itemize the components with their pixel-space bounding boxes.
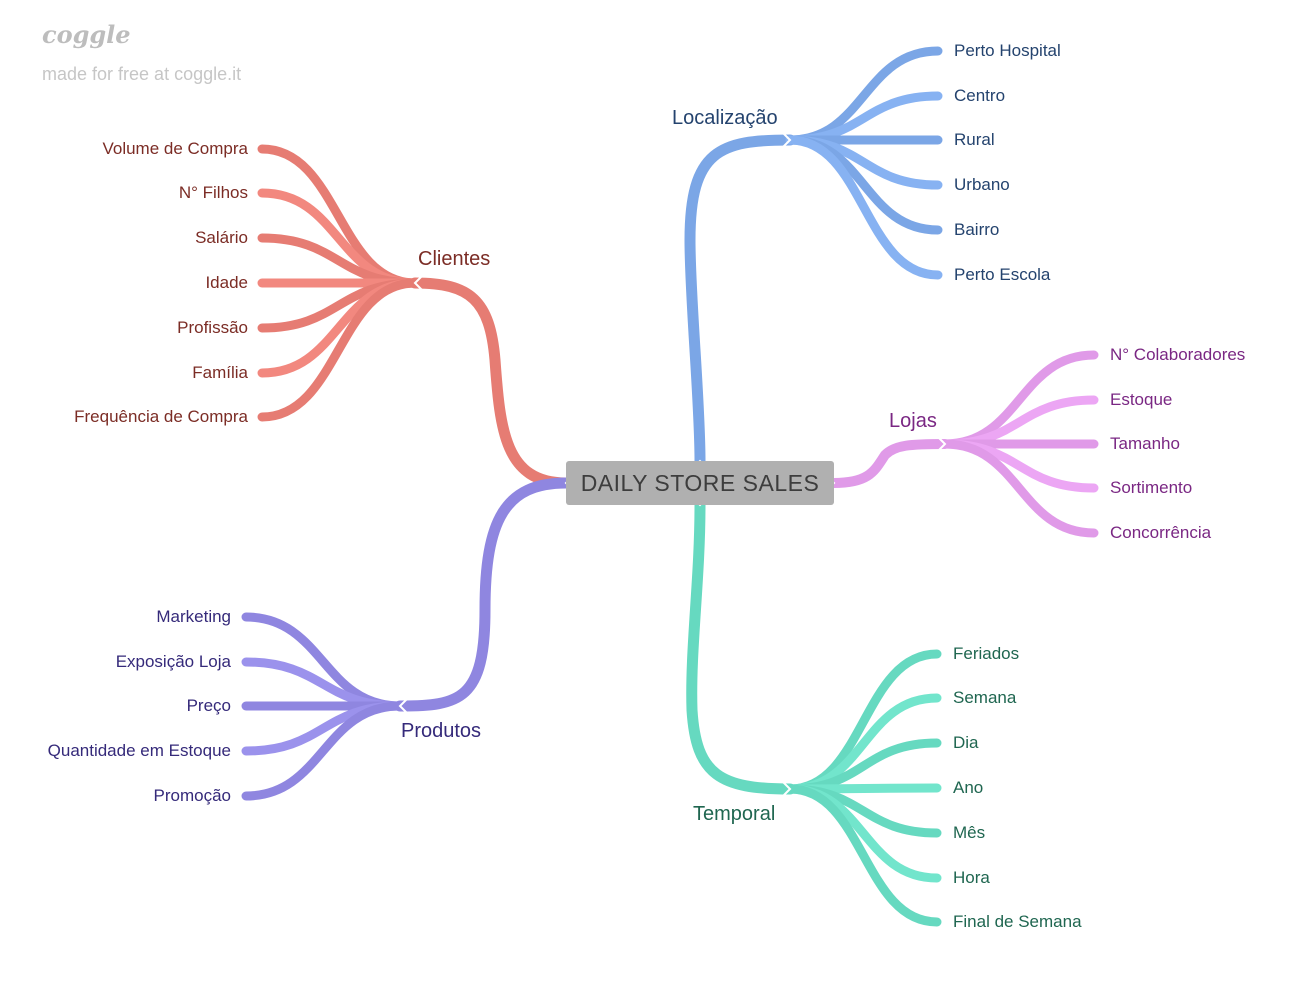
leaf-tip xyxy=(242,702,250,710)
leaf-n-colaboradores[interactable]: N° Colaboradores xyxy=(1110,345,1246,364)
leaf-salario[interactable]: Salário xyxy=(195,228,248,247)
leaf-perto-hospital[interactable]: Perto Hospital xyxy=(954,41,1061,60)
leaf-tip xyxy=(933,874,941,882)
link-root-clientes xyxy=(409,277,572,489)
link-root-produtos xyxy=(394,477,572,712)
leaf-tip xyxy=(1090,440,1098,448)
leaf-tip xyxy=(258,145,266,153)
connector-notch xyxy=(781,780,792,798)
branch-lojas-label[interactable]: Lojas xyxy=(889,410,937,432)
root-label: DAILY STORE SALES xyxy=(580,469,820,496)
leaf-marketing[interactable]: Marketing xyxy=(156,607,231,626)
leaf-concorrencia[interactable]: Concorrência xyxy=(1110,523,1212,542)
leaf-tip xyxy=(934,226,942,234)
leaf-tip xyxy=(934,47,942,55)
connector-notch xyxy=(936,435,947,453)
leaf-preco[interactable]: Preço xyxy=(186,696,231,715)
leaf-tip xyxy=(258,279,266,287)
coggle-credit[interactable]: made for free at coggle.it xyxy=(42,64,242,84)
leaf-tip xyxy=(934,136,942,144)
leaf-tip xyxy=(933,694,941,702)
leaf-tip xyxy=(258,234,266,242)
branch-temporal-label[interactable]: Temporal xyxy=(693,803,776,825)
link-localizacao-5 xyxy=(785,135,943,280)
connector-notch xyxy=(413,274,424,292)
leaf-tip xyxy=(934,271,942,279)
leaf-tip xyxy=(242,792,250,800)
leaf-tamanho[interactable]: Tamanho xyxy=(1110,434,1180,453)
leaf-semana[interactable]: Semana xyxy=(953,688,1017,707)
leaf-tip xyxy=(933,918,941,926)
leaf-tip xyxy=(933,739,941,747)
link-root-temporal xyxy=(686,499,796,795)
leaf-rural[interactable]: Rural xyxy=(954,130,995,149)
leaf-mes[interactable]: Mês xyxy=(953,823,986,842)
leaf-quantidade-em-estoque[interactable]: Quantidade em Estoque xyxy=(47,741,231,760)
link-root-localizacao xyxy=(684,134,796,467)
leaf-tip xyxy=(1090,484,1098,492)
leaf-n-filhos[interactable]: N° Filhos xyxy=(178,183,248,202)
leaf-volume-de-compra[interactable]: Volume de Compra xyxy=(102,139,248,158)
leaf-familia[interactable]: Família xyxy=(192,363,248,382)
leaf-tip xyxy=(242,658,250,666)
leaf-tip xyxy=(1090,351,1098,359)
connector-notch xyxy=(398,697,409,715)
link-temporal-6 xyxy=(785,784,942,927)
leaf-tip xyxy=(933,829,941,837)
leaf-idade[interactable]: Idade xyxy=(205,273,248,292)
leaf-tip xyxy=(1090,529,1098,537)
branch-localizacao-label[interactable]: Localização xyxy=(672,107,778,129)
leaf-tip xyxy=(258,324,266,332)
link-produtos-4 xyxy=(241,701,405,801)
leaf-tip xyxy=(258,189,266,197)
leaf-tip xyxy=(242,747,250,755)
leaf-tip xyxy=(934,92,942,100)
leaf-tip xyxy=(933,784,941,792)
link-lojas-4 xyxy=(940,439,1099,538)
leaf-perto-escola[interactable]: Perto Escola xyxy=(954,265,1051,284)
leaf-bairro[interactable]: Bairro xyxy=(954,220,1000,239)
root-node[interactable]: DAILY STORE SALES xyxy=(566,461,834,505)
leaf-frequencia-de-compra[interactable]: Frequência de Compra xyxy=(74,407,248,426)
leaf-tip xyxy=(1090,396,1098,404)
leaf-tip xyxy=(242,613,250,621)
leaf-exposicao-loja[interactable]: Exposição Loja xyxy=(115,652,231,671)
leaf-feriados[interactable]: Feriados xyxy=(953,644,1020,663)
leaf-tip xyxy=(933,650,941,658)
branch-clientes-label[interactable]: Clientes xyxy=(418,248,491,270)
leaf-tip xyxy=(934,181,942,189)
link-root-lojas xyxy=(829,439,950,488)
leaf-tip xyxy=(258,369,266,377)
leaf-centro[interactable]: Centro xyxy=(954,86,1006,105)
branch-produtos-label[interactable]: Produtos xyxy=(401,720,482,742)
leaf-estoque[interactable]: Estoque xyxy=(1110,390,1173,409)
leaf-profissao[interactable]: Profissão xyxy=(177,318,248,337)
leaf-sortimento[interactable]: Sortimento xyxy=(1110,478,1193,497)
leaf-final-de-semana[interactable]: Final de Semana xyxy=(953,912,1082,931)
mindmap-links xyxy=(241,46,1099,927)
leaf-tip xyxy=(258,413,266,421)
leaf-dia[interactable]: Dia xyxy=(953,733,979,752)
coggle-logo[interactable]: coggle xyxy=(42,20,131,49)
leaf-urbano[interactable]: Urbano xyxy=(954,175,1010,194)
leaf-promocao[interactable]: Promoção xyxy=(153,786,231,805)
connector-notch xyxy=(781,131,792,149)
leaf-ano[interactable]: Ano xyxy=(953,778,984,797)
leaf-hora[interactable]: Hora xyxy=(953,868,990,887)
link-clientes-6 xyxy=(257,278,420,422)
